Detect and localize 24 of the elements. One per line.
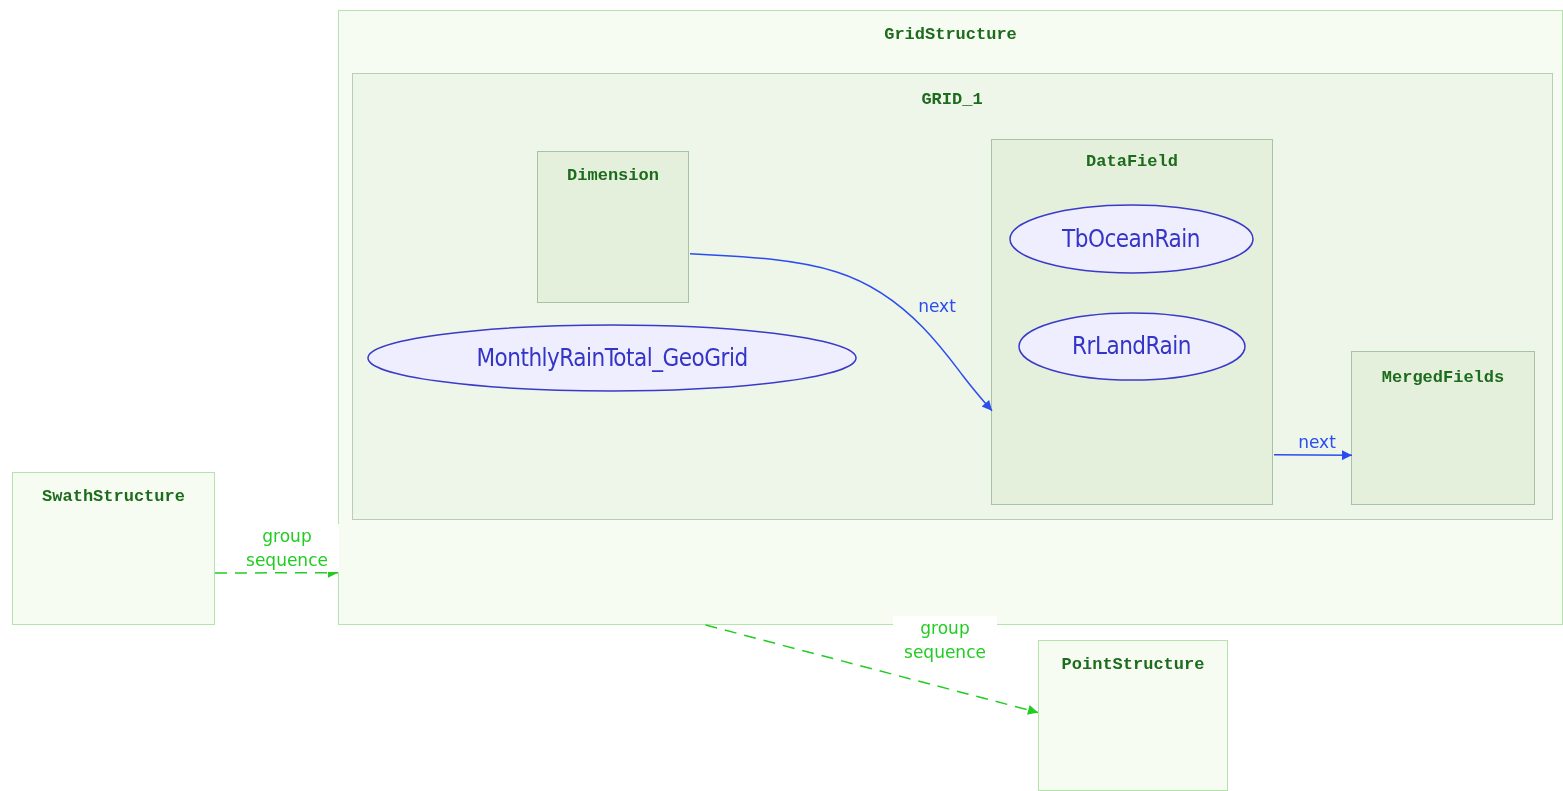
node-label: MonthlyRainTotal_GeoGrid — [475, 344, 749, 372]
group-box — [338, 10, 1563, 625]
edge-label: group sequence — [893, 616, 997, 664]
group-box — [1351, 351, 1535, 505]
group-title: GRID_1 — [920, 89, 984, 109]
group-box — [537, 151, 689, 303]
group-title: Dimension — [566, 166, 660, 185]
arrow — [704, 624, 1039, 715]
ellipse-node — [367, 324, 857, 392]
node-label: TbOceanRain — [1061, 224, 1201, 253]
node-label: RrLandRain — [1071, 332, 1192, 360]
group-box — [12, 472, 215, 625]
group-title: GridStructure — [883, 25, 1018, 44]
group-title: SwathStructure — [41, 487, 186, 506]
group-box — [1038, 640, 1228, 791]
arrow — [689, 253, 993, 412]
ellipse-node — [1008, 203, 1254, 274]
group-title: MergedFields — [1380, 368, 1506, 387]
group-title: DataField — [1085, 152, 1179, 171]
ellipse-node — [1017, 311, 1246, 381]
arrow — [1273, 450, 1353, 461]
group-box — [991, 139, 1273, 505]
group-box — [351, 72, 1553, 520]
group-title: PointStructure — [1060, 655, 1206, 674]
